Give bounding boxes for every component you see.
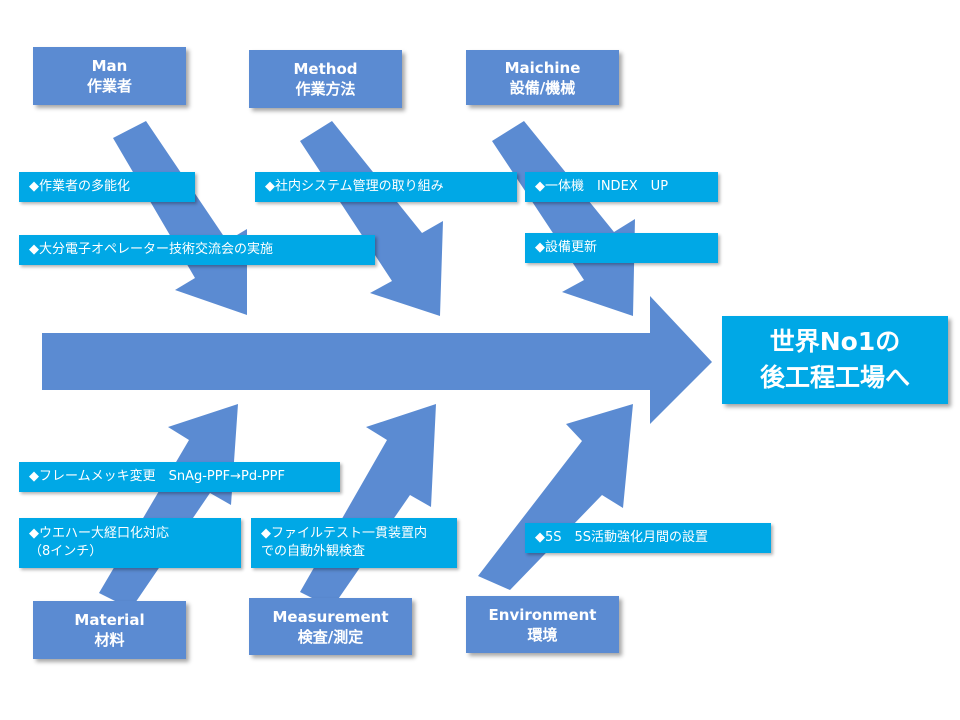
category-method: Method 作業方法 — [249, 50, 402, 108]
cause-machine-equipment-renewal-text: ◆設備更新 — [535, 240, 597, 255]
cause-measurement-auto-inspection-line2: での自動外観検査 — [261, 544, 366, 559]
machine-bone-arrow — [492, 121, 635, 316]
main-spine-arrow — [42, 296, 712, 424]
cause-man-operator-exchange: ◆大分電子オペレーター技術交流会の実施 — [19, 235, 375, 265]
cause-machine-index-up: ◆一体機 INDEX UP — [525, 172, 718, 202]
cause-environment-5s: ◆5S 5S活動強化月間の設置 — [525, 523, 771, 553]
cause-material-wafer-size-line2: （8インチ） — [29, 544, 103, 559]
method-bone-arrow — [300, 121, 443, 316]
category-man-ja: 作業者 — [86, 77, 132, 95]
material-bone-arrow — [99, 404, 238, 609]
category-measurement-ja: 検査/測定 — [297, 627, 364, 646]
cause-material-plating-change: ◆フレームメッキ変更 SnAg-PPF→Pd-PPF — [19, 462, 340, 492]
environment-bone-arrow — [478, 404, 633, 590]
category-environment-en: Environment — [488, 605, 597, 624]
category-machine: Maichine 設備/機械 — [466, 50, 619, 105]
category-measurement-en: Measurement — [272, 607, 389, 626]
category-machine-ja: 設備/機械 — [509, 78, 576, 97]
category-measurement: Measurement 検査/測定 — [249, 598, 412, 655]
category-material: Material 材料 — [33, 601, 186, 659]
cause-method-system-management: ◆社内システム管理の取り組み — [255, 172, 517, 202]
goal-box: 世界No1の 後工程工場へ — [722, 316, 948, 404]
category-man-en: Man — [91, 57, 128, 75]
cause-material-plating-change-text: ◆フレームメッキ変更 SnAg-PPF→Pd-PPF — [29, 469, 285, 484]
cause-material-wafer-size: ◆ウエハー大経口化対応 （8インチ） — [19, 518, 241, 568]
cause-machine-equipment-renewal: ◆設備更新 — [525, 233, 718, 263]
cause-material-wafer-size-line1: ◆ウエハー大経口化対応 — [29, 526, 169, 541]
category-material-ja: 材料 — [94, 631, 125, 649]
cause-measurement-auto-inspection-line1: ◆ファイルテスト一貫装置内 — [261, 526, 427, 541]
cause-measurement-auto-inspection: ◆ファイルテスト一貫装置内 での自動外観検査 — [251, 518, 457, 568]
goal-line1: 世界No1の — [769, 327, 901, 356]
man-bone-arrow — [113, 121, 247, 315]
goal-line2: 後工程工場へ — [759, 363, 910, 392]
cause-man-multiskill-text: ◆作業者の多能化 — [29, 179, 130, 194]
cause-man-multiskill: ◆作業者の多能化 — [19, 172, 195, 202]
category-machine-en: Maichine — [504, 58, 581, 77]
category-man: Man 作業者 — [33, 47, 186, 105]
category-method-en: Method — [293, 60, 358, 78]
measurement-bone-arrow — [300, 404, 436, 608]
category-method-ja: 作業方法 — [295, 80, 356, 98]
cause-man-operator-exchange-text: ◆大分電子オペレーター技術交流会の実施 — [29, 242, 273, 257]
cause-environment-5s-text: ◆5S 5S活動強化月間の設置 — [535, 530, 709, 545]
category-environment-ja: 環境 — [527, 625, 558, 644]
category-material-en: Material — [74, 611, 145, 629]
cause-method-system-management-text: ◆社内システム管理の取り組み — [265, 179, 444, 194]
cause-machine-index-up-text: ◆一体機 INDEX UP — [535, 179, 669, 194]
category-environment: Environment 環境 — [466, 596, 619, 653]
